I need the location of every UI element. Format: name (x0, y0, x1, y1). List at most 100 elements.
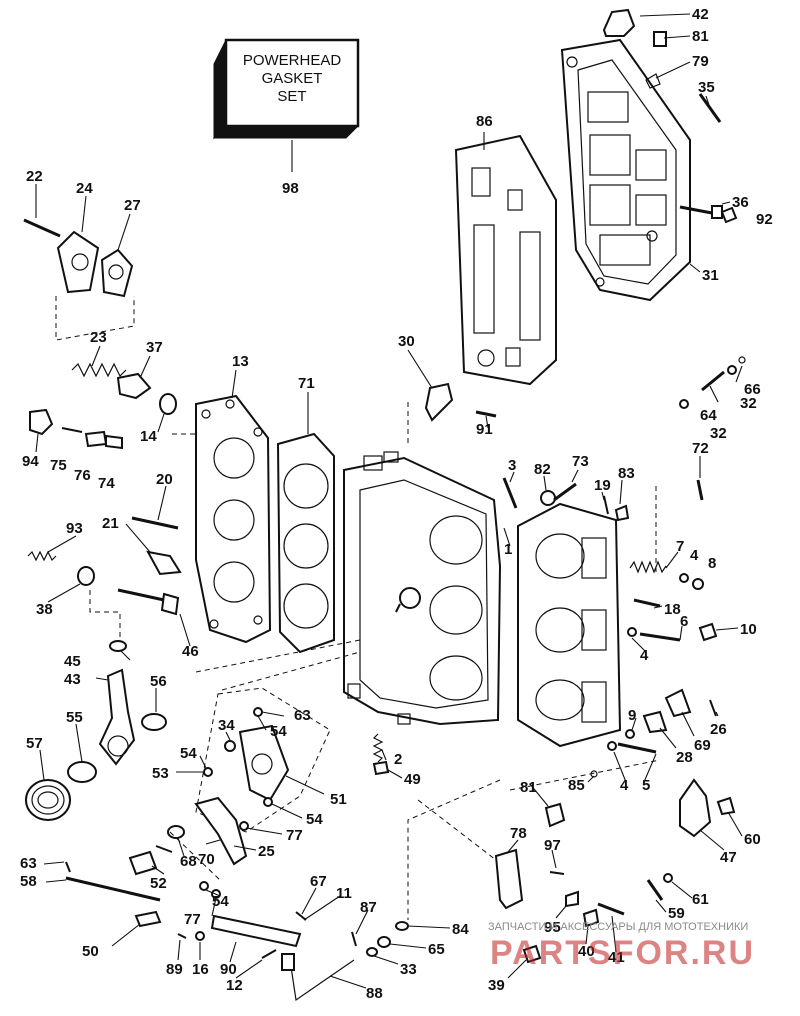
callout-88: 88 (366, 985, 383, 1002)
crankcase-half (517, 502, 622, 748)
callout-1: 1 (504, 541, 512, 558)
callout-57: 57 (26, 735, 43, 752)
callout-39: 39 (488, 977, 505, 994)
callout-76: 76 (74, 467, 91, 484)
callout-4c: 4 (620, 777, 629, 794)
callout-11: 11 (336, 885, 352, 902)
callout-91: 91 (476, 421, 493, 438)
callout-5: 5 (642, 777, 650, 794)
callout-54d: 54 (212, 893, 229, 910)
watermark-caption: ЗАПЧАСТИ И АКСЕССУАРЫ ДЛЯ МОТОТЕХНИКИ (488, 921, 748, 933)
callout-77b: 77 (184, 911, 201, 928)
callout-81b: 81 (520, 779, 537, 796)
callout-47: 47 (720, 849, 737, 866)
callout-46: 46 (182, 643, 199, 660)
callout-98: 98 (282, 180, 299, 197)
head-bolts-group (27, 516, 182, 640)
wire-clip-group (494, 802, 625, 964)
head-gasket (276, 432, 335, 654)
callout-79: 79 (692, 53, 709, 70)
callout-78: 78 (510, 825, 527, 842)
callout-95: 95 (544, 919, 561, 936)
callout-27: 27 (124, 197, 141, 214)
drain-plug-group (29, 408, 123, 450)
crankcase-side-bolts (627, 560, 718, 642)
callout-52: 52 (150, 875, 167, 892)
callout-7: 7 (676, 538, 684, 555)
callout-19: 19 (594, 477, 611, 494)
callout-58: 58 (20, 873, 37, 890)
exhaust-gasket (454, 134, 557, 386)
callout-90: 90 (220, 961, 237, 978)
callout-65: 65 (428, 941, 445, 958)
callout-69: 69 (694, 737, 711, 754)
callout-34: 34 (218, 717, 235, 734)
callout-92: 92 (756, 211, 773, 228)
callout-23: 23 (90, 329, 107, 346)
callout-93: 93 (66, 520, 83, 537)
callout-2: 2 (394, 751, 402, 768)
callout-75: 75 (50, 457, 67, 474)
shift-rod-group (281, 921, 409, 1002)
callout-4b: 4 (640, 647, 649, 664)
callout-26: 26 (710, 721, 727, 738)
watermark: ЗАПЧАСТИ И АКСЕССУАРЫ ДЛЯ МОТОТЕХНИКИ PA… (488, 921, 755, 972)
callout-30: 30 (398, 333, 415, 350)
callout-81: 81 (692, 28, 709, 45)
exhaust-cover (560, 38, 691, 302)
callout-22: 22 (26, 168, 43, 185)
callout-9: 9 (628, 707, 636, 724)
callout-25: 25 (258, 843, 275, 860)
callout-38: 38 (36, 601, 53, 618)
callout-49: 49 (404, 771, 421, 788)
callout-66: 66 (744, 381, 761, 398)
thermostat-parts (71, 362, 177, 415)
callout-3: 3 (508, 457, 516, 474)
callout-71: 71 (298, 375, 315, 392)
callout-97: 97 (544, 837, 561, 854)
callout-10: 10 (740, 621, 757, 638)
callout-94: 94 (22, 453, 39, 470)
callout-13: 13 (232, 353, 249, 370)
watermark-site: PARTSFOR.RU (490, 934, 755, 972)
callout-54b: 54 (180, 745, 197, 762)
callout-51: 51 (330, 791, 347, 808)
callout-68: 68 (180, 853, 197, 870)
callout-4a: 4 (690, 547, 699, 564)
callout-59: 59 (668, 905, 685, 922)
callout-61: 61 (692, 891, 709, 908)
callout-32a: 32 (740, 395, 757, 412)
callout-40: 40 (578, 943, 595, 960)
gasket-set-box: POWERHEAD GASKET SET (212, 38, 360, 172)
callout-64: 64 (700, 407, 717, 424)
callout-43: 43 (64, 671, 81, 688)
callout-83: 83 (618, 465, 635, 482)
callout-63b: 63 (20, 855, 37, 872)
callout-20: 20 (156, 471, 173, 488)
callout-73: 73 (572, 453, 589, 470)
assembly-lines (169, 639, 661, 920)
callout-67: 67 (310, 873, 327, 890)
callout-labels: 42 81 79 35 86 36 92 31 98 22 24 27 23 3… (20, 6, 773, 1002)
vent-fitting-group (679, 356, 746, 409)
callout-36: 36 (732, 194, 749, 211)
crankcase-fasteners-top (502, 477, 704, 572)
bracket-47-group (646, 778, 736, 901)
gasket-set-line1: POWERHEAD (243, 52, 342, 69)
lower-link-group (177, 881, 307, 959)
callout-37: 37 (146, 339, 163, 356)
callout-85: 85 (568, 777, 585, 794)
cam-plate-group (195, 687, 331, 833)
leader-lines (35, 13, 743, 989)
crankcase-spring (372, 733, 390, 776)
callout-72: 72 (692, 440, 709, 457)
gasket-set-line3: SET (277, 88, 306, 105)
choke-rod-group (65, 861, 162, 928)
callout-21: 21 (102, 515, 119, 532)
callout-28: 28 (676, 749, 693, 766)
callout-45: 45 (64, 653, 81, 670)
cylinder-head-cover (172, 394, 272, 644)
callout-82: 82 (534, 461, 551, 478)
callout-87: 87 (360, 899, 377, 916)
